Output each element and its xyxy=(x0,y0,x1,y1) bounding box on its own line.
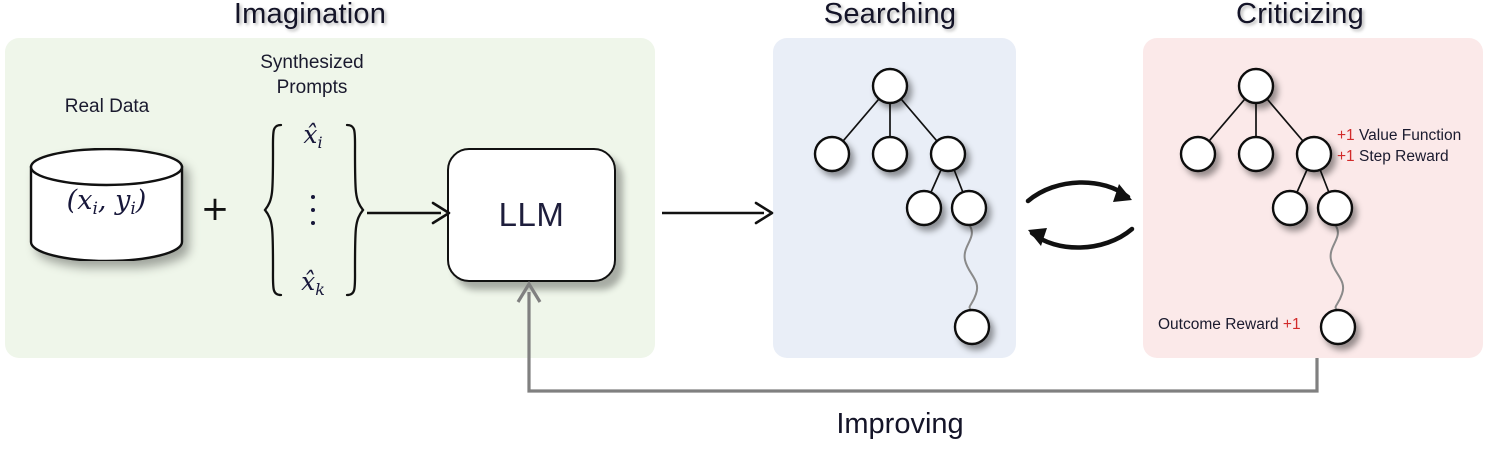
annotation-step-reward: +1 Step Reward xyxy=(1337,148,1449,166)
vertical-ellipsis-icon xyxy=(311,191,315,229)
bidirectional-cycle-arrows xyxy=(1025,180,1135,250)
value-function-plus: +1 xyxy=(1337,127,1355,144)
llm-label: LLM xyxy=(498,196,565,233)
tree-node xyxy=(813,135,851,173)
tree-node xyxy=(1237,67,1275,105)
tree-node xyxy=(1237,135,1275,173)
synthesized-prompts-label: Synthesized Prompts xyxy=(260,52,364,98)
criticize-tree-nodes xyxy=(1179,67,1357,346)
tree-node xyxy=(905,189,943,227)
tree-node xyxy=(929,135,967,173)
criticize-tree xyxy=(1179,67,1357,346)
tree-node xyxy=(871,67,909,105)
step-reward-plus: +1 xyxy=(1337,148,1355,165)
prompt-item-first: x̂i xyxy=(303,120,323,152)
database-value-label: (xi, yi) xyxy=(66,185,147,219)
tree-node xyxy=(1271,189,1309,227)
search-tree-nodes xyxy=(813,67,991,346)
annotation-outcome-reward: Outcome Reward +1 xyxy=(1158,316,1301,334)
tree-node-leaf xyxy=(953,308,991,346)
plus-operator: + xyxy=(200,189,230,229)
stage-title-criticizing: Criticizing xyxy=(1236,0,1364,30)
tree-node xyxy=(950,189,988,227)
stage-title-searching: Searching xyxy=(823,0,957,30)
step-reward-text: Step Reward xyxy=(1354,148,1449,165)
synthesized-prompts-group: x̂i x̂k xyxy=(258,122,368,298)
tree-node-leaf xyxy=(1319,308,1357,346)
outcome-reward-plus: +1 xyxy=(1282,316,1301,333)
improving-label: Improving xyxy=(836,408,964,440)
brace-left-icon xyxy=(262,122,284,298)
value-function-text: Value Function xyxy=(1354,127,1462,144)
prompt-list: x̂i x̂k xyxy=(280,122,346,298)
prompt-item-last: x̂k xyxy=(301,267,325,299)
tree-node xyxy=(871,135,909,173)
search-tree xyxy=(813,67,991,346)
arrow-llm-to-searching xyxy=(662,201,774,225)
outcome-reward-text: Outcome Reward xyxy=(1158,316,1283,333)
database-cylinder-icon xyxy=(28,148,185,261)
brace-right-icon xyxy=(344,122,366,298)
tree-node xyxy=(1295,135,1333,173)
tree-node xyxy=(1316,189,1354,227)
stage-title-imagination: Imagination xyxy=(233,0,387,30)
tree-node xyxy=(1179,135,1217,173)
arrow-prompts-to-llm xyxy=(367,201,451,225)
real-data-label: Real Data xyxy=(64,96,150,117)
annotation-value-function: +1 Value Function xyxy=(1337,127,1461,145)
llm-box[interactable]: LLM xyxy=(447,148,616,282)
